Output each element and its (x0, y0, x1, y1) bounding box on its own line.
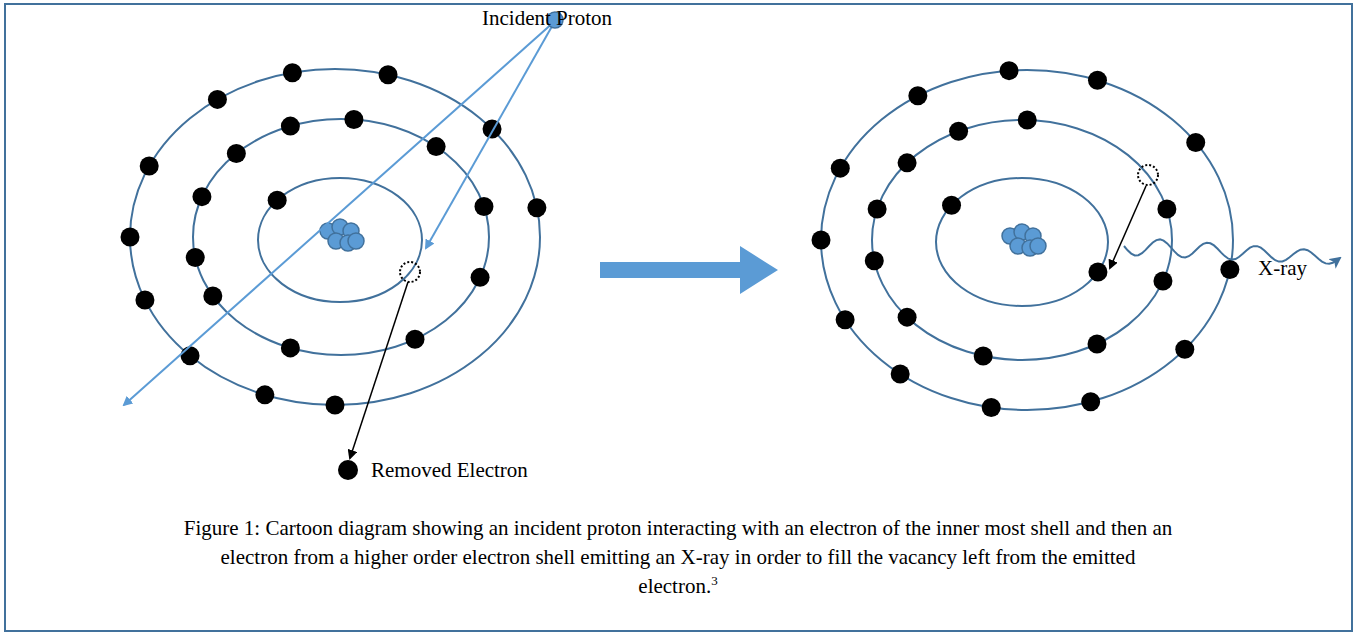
electron (227, 144, 246, 163)
electron (427, 137, 446, 156)
electron (831, 159, 850, 178)
proton-path (426, 21, 555, 248)
figure-caption: Figure 1: Cartoon diagram showing an inc… (184, 516, 1173, 598)
electron (483, 120, 502, 139)
electron (527, 198, 546, 217)
electron (908, 86, 927, 105)
electron (140, 157, 159, 176)
electron (1175, 340, 1194, 359)
transition-arrow (1110, 186, 1146, 268)
removed-electron (338, 460, 358, 480)
electron (898, 153, 917, 172)
electron (281, 338, 300, 357)
electron (135, 290, 154, 309)
electron (203, 287, 222, 306)
proton-path (124, 21, 555, 405)
frame-border (5, 4, 1352, 631)
electron (283, 63, 302, 82)
electron (1186, 133, 1205, 152)
nucleus (348, 233, 364, 249)
vacancy (1138, 165, 1158, 185)
vacancy (400, 262, 420, 282)
electron (474, 197, 493, 216)
caption-block: Figure 1: Cartoon diagram showing an inc… (183, 514, 1173, 601)
electron (982, 398, 1001, 417)
x-ray-label: X-ray (1258, 256, 1307, 281)
electron (891, 364, 910, 383)
electron (1157, 199, 1176, 218)
electron (812, 231, 831, 250)
electron (1088, 71, 1107, 90)
nucleus (1030, 238, 1046, 254)
proton-label: Incident Proton (482, 6, 612, 31)
electron (1088, 334, 1107, 353)
ejection-arrow (350, 282, 408, 458)
electron (974, 346, 993, 365)
electron (1088, 263, 1107, 282)
electron (186, 248, 205, 267)
electron (1153, 272, 1172, 291)
electron (344, 110, 363, 129)
electron (326, 396, 345, 415)
electron (406, 330, 425, 349)
electron (865, 251, 884, 270)
x-ray-wave (1124, 239, 1340, 263)
process-arrow (600, 246, 778, 294)
electron (121, 228, 140, 247)
electron (255, 385, 274, 404)
electron (1018, 111, 1037, 130)
electron (121, 61, 1240, 417)
electron (192, 187, 211, 206)
electron (898, 308, 917, 327)
electron (471, 268, 490, 287)
electron (1081, 392, 1100, 411)
electron (942, 196, 961, 215)
electron-label: Removed Electron (371, 458, 528, 483)
electron (1220, 260, 1239, 279)
electron (1000, 61, 1019, 80)
electron (268, 191, 287, 210)
electron (836, 310, 855, 329)
electron (379, 65, 398, 84)
reference-number: 3 (711, 573, 718, 588)
electron (281, 117, 300, 136)
electron (208, 90, 227, 109)
electron (181, 346, 200, 365)
electron (868, 199, 887, 218)
nucleus (320, 219, 1046, 256)
electron (949, 122, 968, 141)
electron-shells (130, 69, 1233, 410)
